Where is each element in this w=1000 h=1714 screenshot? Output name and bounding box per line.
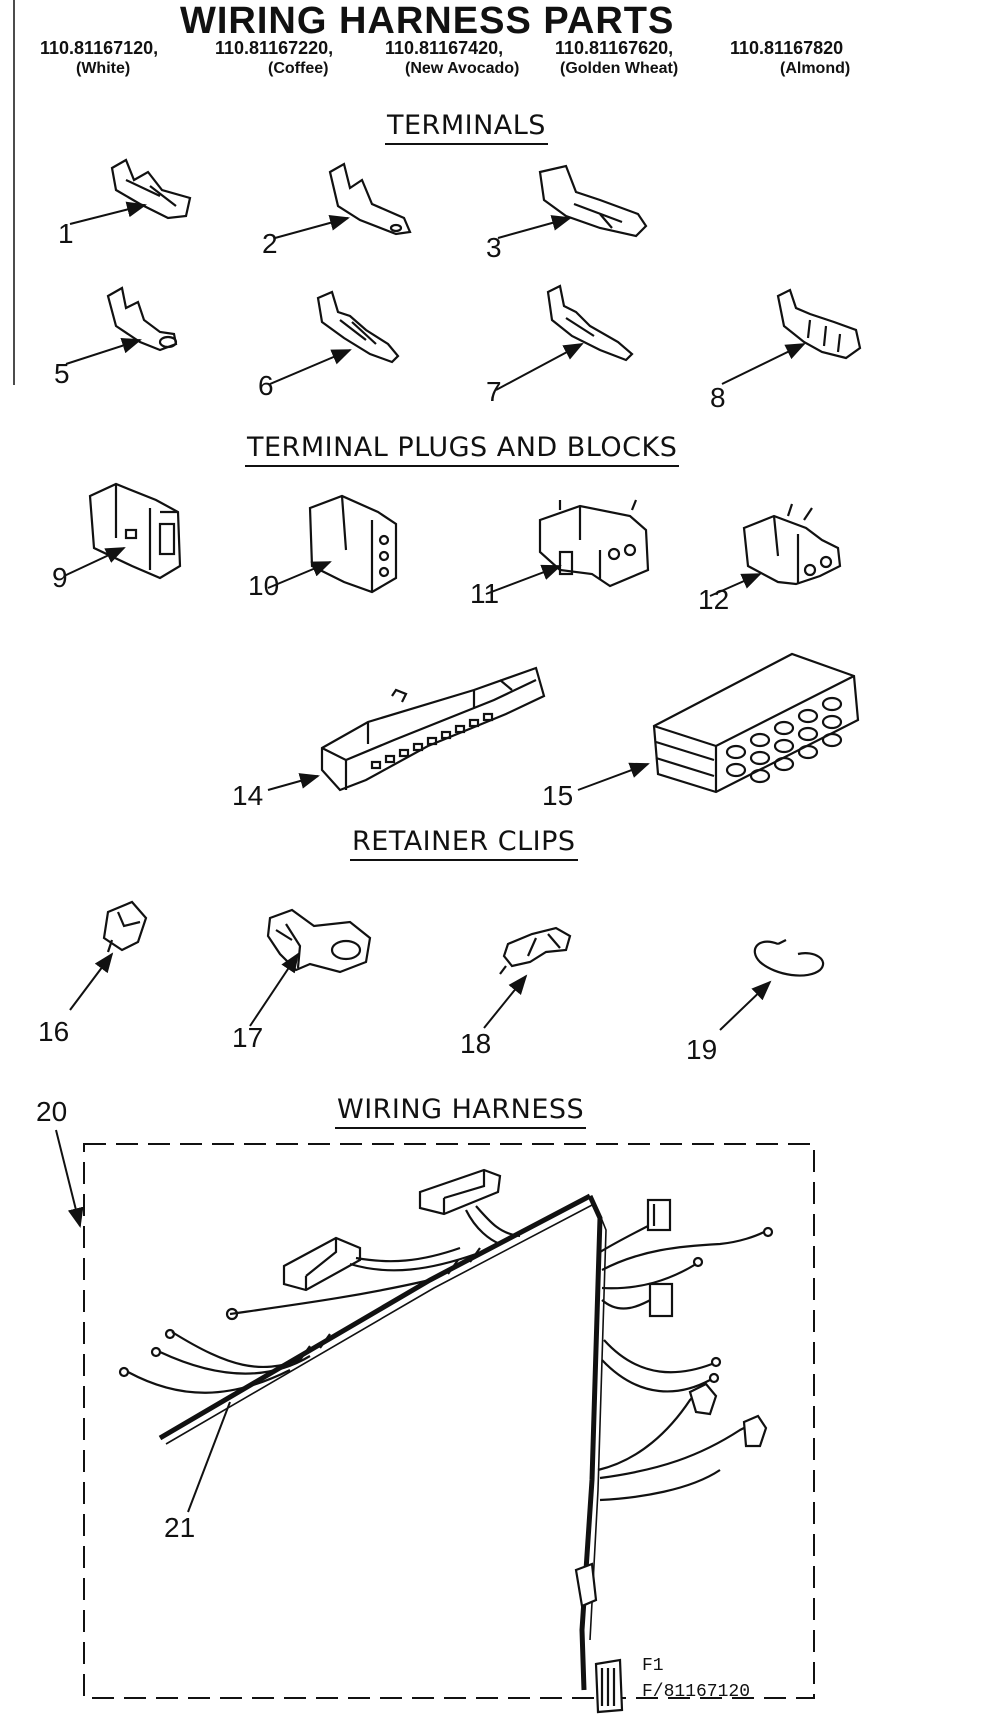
leader-6: [269, 349, 352, 385]
callout-7: 7: [486, 376, 502, 407]
harness-assembly: [118, 1168, 774, 1714]
model-color: (New Avocado): [405, 60, 520, 77]
harness-frame: [83, 1143, 815, 1699]
callout-5: 5: [54, 358, 70, 389]
terminal-2-part: [328, 162, 412, 236]
callout-6: 6: [258, 370, 274, 401]
callout-14: 14: [232, 780, 264, 811]
callout-9: 9: [52, 562, 68, 593]
model-number: 110.81167820: [730, 38, 844, 58]
leader-9: [63, 547, 126, 577]
clip-17-part: [266, 908, 372, 974]
model-color: (White): [76, 60, 131, 77]
model-number: 110.81167620,: [555, 38, 674, 58]
callout-20: 20: [36, 1096, 68, 1127]
leader-17: [249, 952, 300, 1027]
leader-10: [267, 561, 332, 589]
block-11-part: [538, 499, 650, 588]
section-plugs-blocks: TERMINAL PLUGS AND BLOCKS: [245, 432, 680, 467]
callout-21: 21: [164, 1512, 196, 1543]
plug-9-part: [88, 482, 182, 580]
callout-16: 16: [38, 1016, 70, 1047]
figure-code-1: F1: [642, 1656, 664, 1676]
callout-11: 11: [470, 578, 500, 609]
section-terminals: TERMINALS: [385, 110, 548, 145]
leader-2: [274, 215, 350, 239]
block-14-part: [320, 666, 546, 792]
callout-19: 19: [686, 1034, 718, 1065]
leader-3: [497, 215, 572, 239]
model-color: (Almond): [780, 60, 851, 77]
model-number: 110.81167420,: [385, 38, 504, 58]
callout-17: 17: [232, 1022, 264, 1053]
callout-2: 2: [262, 228, 278, 259]
leader-5: [65, 337, 142, 365]
leader-14: [267, 773, 320, 791]
terminal-3-part: [538, 164, 648, 238]
section-retainer-clips: RETAINER CLIPS: [350, 826, 578, 861]
leader-15: [577, 762, 650, 791]
leader-19: [719, 980, 772, 1031]
leader-7: [495, 343, 584, 391]
plug-12-part: [742, 503, 842, 586]
terminal-1-part: [110, 158, 192, 220]
page-title: WIRING HARNESS PARTS: [180, 0, 675, 42]
leader-16: [69, 952, 114, 1011]
model-number: 110.81167120,: [40, 38, 159, 58]
terminal-6-part: [316, 290, 400, 364]
block-15-part: [652, 652, 860, 794]
leader-1: [69, 201, 147, 225]
callout-18: 18: [460, 1028, 492, 1059]
model-number: 110.81167220,: [215, 38, 334, 58]
callout-3: 3: [486, 232, 502, 263]
leader-11: [485, 564, 562, 595]
clip-18-part: [499, 926, 572, 975]
leader-12: [709, 573, 762, 597]
leader-20: [55, 1129, 84, 1228]
callout-1: 1: [58, 218, 74, 249]
clip-19-part: [753, 939, 825, 977]
leader-21: [187, 1401, 231, 1513]
terminal-8-part: [776, 288, 862, 360]
model-color: (Coffee): [268, 60, 329, 77]
terminal-5-part: [106, 286, 178, 352]
plug-10-part: [308, 494, 398, 594]
leader-8: [721, 343, 806, 385]
leader-18: [483, 974, 528, 1029]
terminal-7-part: [546, 284, 634, 362]
model-color: (Golden Wheat): [560, 60, 679, 77]
callout-15: 15: [542, 780, 574, 811]
section-wiring-harness: WIRING HARNESS: [335, 1094, 587, 1129]
clip-16-part: [102, 900, 148, 953]
callout-8: 8: [710, 382, 726, 413]
